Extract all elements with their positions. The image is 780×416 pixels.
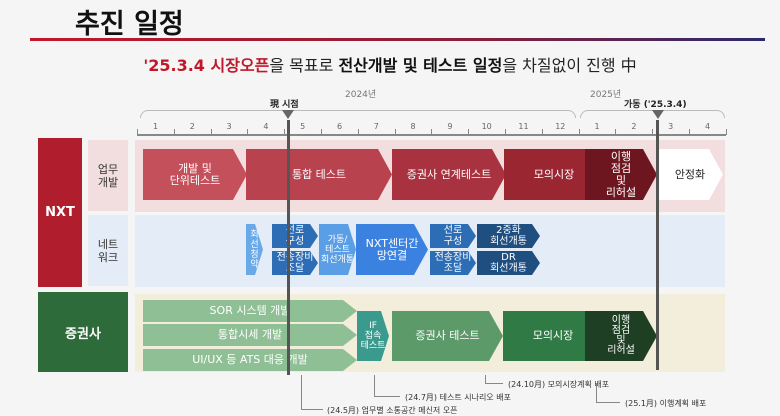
month-label: 8 xyxy=(410,122,416,131)
month-tick xyxy=(247,129,249,135)
subtitle-text: 을 차질없이 진행 中 xyxy=(502,56,637,75)
month-tick xyxy=(578,129,580,135)
month-tick xyxy=(726,129,727,135)
month-label: 3 xyxy=(226,122,232,131)
page-title: 추진 일정 xyxy=(75,9,184,40)
phase-block: 개발 및 단위테스트 xyxy=(143,149,247,200)
note-connector xyxy=(301,375,323,410)
phase-block: 이행 점검 및 리허설 xyxy=(585,311,657,361)
subtitle-text: 을 목표로 xyxy=(269,56,339,75)
title-divider xyxy=(30,38,765,41)
phase-block: NXT센터간 망연결 xyxy=(356,224,428,275)
note-connector xyxy=(485,375,503,384)
subtitle: '25.3.4 시장오픈을 목표로 전산개발 및 테스트 일정을 차질없이 진행… xyxy=(0,52,780,76)
month-label: 7 xyxy=(373,122,379,131)
month-tick xyxy=(394,129,396,135)
phase-block: 가동/ 테스트 회선개통 xyxy=(319,224,356,275)
month-tick xyxy=(431,129,433,135)
month-label: 10 xyxy=(481,122,492,131)
phase-block: DR 회선개통 xyxy=(477,251,540,275)
note-251: (25.1月) 이행계획 배포 xyxy=(625,399,707,408)
phase-block: IF 접속 테스트 xyxy=(357,311,389,361)
month-tick xyxy=(321,129,322,135)
month-tick xyxy=(541,129,543,135)
phase-block: 회 선 청 약 xyxy=(246,224,263,275)
month-tick xyxy=(357,129,359,135)
month-label: 12 xyxy=(555,122,566,131)
phase-block: 증권사 테스트 xyxy=(392,311,503,361)
month-tick xyxy=(505,129,506,135)
note-connector xyxy=(596,384,620,403)
nxt-label: NXT xyxy=(38,138,82,287)
phase-block: 전송장비 조달 xyxy=(272,251,318,275)
month-tick xyxy=(468,129,470,135)
golive-label: 가동 ('25.3.4) xyxy=(624,100,687,110)
month-label: 2 xyxy=(631,122,637,131)
subtitle-highlight: '25.3.4 시장오픈 xyxy=(143,56,270,75)
year-2024-brace xyxy=(140,110,576,118)
month-label: 6 xyxy=(336,122,343,131)
month-label: 9 xyxy=(447,122,453,131)
month-label: 3 xyxy=(668,122,674,131)
month-label: 4 xyxy=(263,122,269,131)
note-connector xyxy=(374,375,400,397)
phase-block: 이행 점검 및 리허설 xyxy=(585,149,657,200)
golive-marker-icon xyxy=(652,110,664,119)
month-tick xyxy=(615,129,617,135)
phase-block: 2중화 회선개통 xyxy=(477,224,540,248)
month-tick xyxy=(173,129,175,135)
phase-block: 안정화 xyxy=(657,149,723,200)
note-247: (24.7月) 테스트 시나리오 배포 xyxy=(405,393,511,402)
month-label: 11 xyxy=(518,122,529,131)
phase-block: SOR 시스템 개발 xyxy=(143,300,357,322)
now-label: 現 시점 xyxy=(270,100,299,110)
phase-block: 통합시세 개발 xyxy=(143,324,357,346)
month-label: 2 xyxy=(189,122,195,131)
phase-block: 전송장비 조달 xyxy=(430,251,476,275)
phase-block: UI/UX 등 ATS 대응 개발 xyxy=(143,349,357,371)
phase-block: 통합 테스트 xyxy=(246,149,392,200)
subtitle-bold: 전산개발 및 테스트 일정 xyxy=(338,56,503,75)
note-245: (24.5月) 업무별 소통공간 메신저 오픈 xyxy=(327,406,458,415)
phase-block: 선로 구성 xyxy=(430,224,476,248)
month-label: 1 xyxy=(594,122,600,131)
now-marker-icon xyxy=(282,110,294,119)
biz-label: 업무 개발 xyxy=(88,140,128,211)
net-label: 네트 워크 xyxy=(88,215,128,286)
year-2025: 2025년 xyxy=(590,90,622,100)
phase-block: 증권사 연계테스트 xyxy=(392,149,506,200)
broker-label: 증권사 xyxy=(38,292,128,372)
month-label: 1 xyxy=(152,122,159,131)
note-2410: (24.10月) 모의시장계획 배포 xyxy=(508,380,610,389)
month-tick xyxy=(210,129,212,135)
month-tick xyxy=(652,129,654,135)
golive-line xyxy=(656,120,659,370)
timeline-axis xyxy=(137,134,726,136)
month-tick xyxy=(689,129,690,135)
year-2024: 2024년 xyxy=(345,90,377,100)
now-line xyxy=(287,120,290,375)
month-label: 4 xyxy=(704,122,711,131)
month-tick xyxy=(137,129,138,135)
phase-block: 선로 구성 xyxy=(272,224,318,248)
month-label: 5 xyxy=(300,122,306,131)
month-tick xyxy=(284,129,286,135)
